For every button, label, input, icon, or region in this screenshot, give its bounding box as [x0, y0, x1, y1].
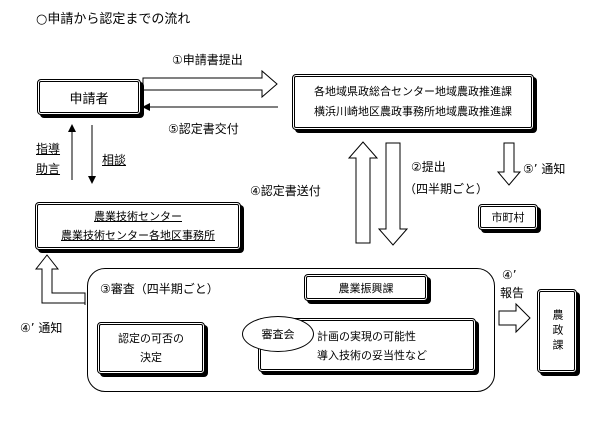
regional-center-label-2: 横浜川崎地区農政事務所地域農政推進課: [314, 105, 512, 118]
regional-center-label-1: 各地域県政総合センター地域農政推進課: [314, 85, 512, 98]
agri-division-box: 農政課: [537, 289, 577, 373]
step-4p-notify-label: ④’ 通知: [20, 321, 63, 335]
report-arrow: [498, 302, 531, 334]
notify-city-arrow: [496, 142, 522, 186]
page-title: ○申請から認定までの流れ: [36, 12, 191, 27]
criteria-label-1: 計画の実現の可能性: [317, 330, 416, 343]
decision-box: 認定の可否の 決定: [97, 322, 205, 374]
guidance-label-2: 助言: [36, 162, 61, 176]
step-3-label: ③審査（四半期ごと）: [100, 282, 219, 296]
step-5-label: ⑤認定書交付: [168, 122, 239, 136]
agri-tech-center-box: 農業技術センター 農業技術センター各地区事務所: [35, 202, 241, 250]
step-2-sub-label: （四半期ごと）: [404, 182, 489, 196]
agri-tech-label-1: 農業技術センター: [94, 210, 182, 223]
step-2-label: ②提出: [411, 160, 446, 174]
submit-arrow: [142, 69, 278, 99]
step-1-label: ①申請書提出: [172, 53, 243, 67]
agri-tech-label-2: 農業技術センター各地区事務所: [61, 229, 215, 242]
promotion-division-label: 農業振興課: [338, 281, 394, 295]
decision-label-1: 認定の可否の: [118, 332, 184, 345]
review-board-node: 審査会: [242, 316, 314, 352]
decision-label-2: 決定: [140, 351, 162, 364]
step-5p-label: ⑤’ 通知: [523, 162, 566, 176]
city-label: 市町村: [491, 211, 525, 224]
step-4p-mark: ④’: [502, 268, 517, 282]
regional-center-box: 各地域県政総合センター地域農政推進課 横浜川崎地区農政事務所地域農政推進課: [292, 74, 534, 130]
applicant-label: 申請者: [69, 91, 109, 107]
promotion-division-box: 農業振興課: [304, 274, 428, 301]
criteria-label-2: 導入技術の妥当性など: [317, 349, 427, 362]
guidance-label-1: 指導: [36, 142, 61, 156]
step-4-label: ④認定書送付: [250, 184, 321, 198]
consult-label: 相談: [102, 153, 127, 167]
submit-quarterly-arrow: [377, 142, 409, 246]
agri-division-label: 農政課: [551, 308, 564, 354]
review-board-label: 審査会: [261, 328, 295, 341]
cert-send-arrow: [347, 141, 379, 244]
city-box: 市町村: [478, 204, 538, 230]
step-4p-report-label: 報告: [500, 286, 525, 300]
applicant-box: 申請者: [37, 79, 141, 115]
notify-tech-arrow: [34, 254, 86, 305]
